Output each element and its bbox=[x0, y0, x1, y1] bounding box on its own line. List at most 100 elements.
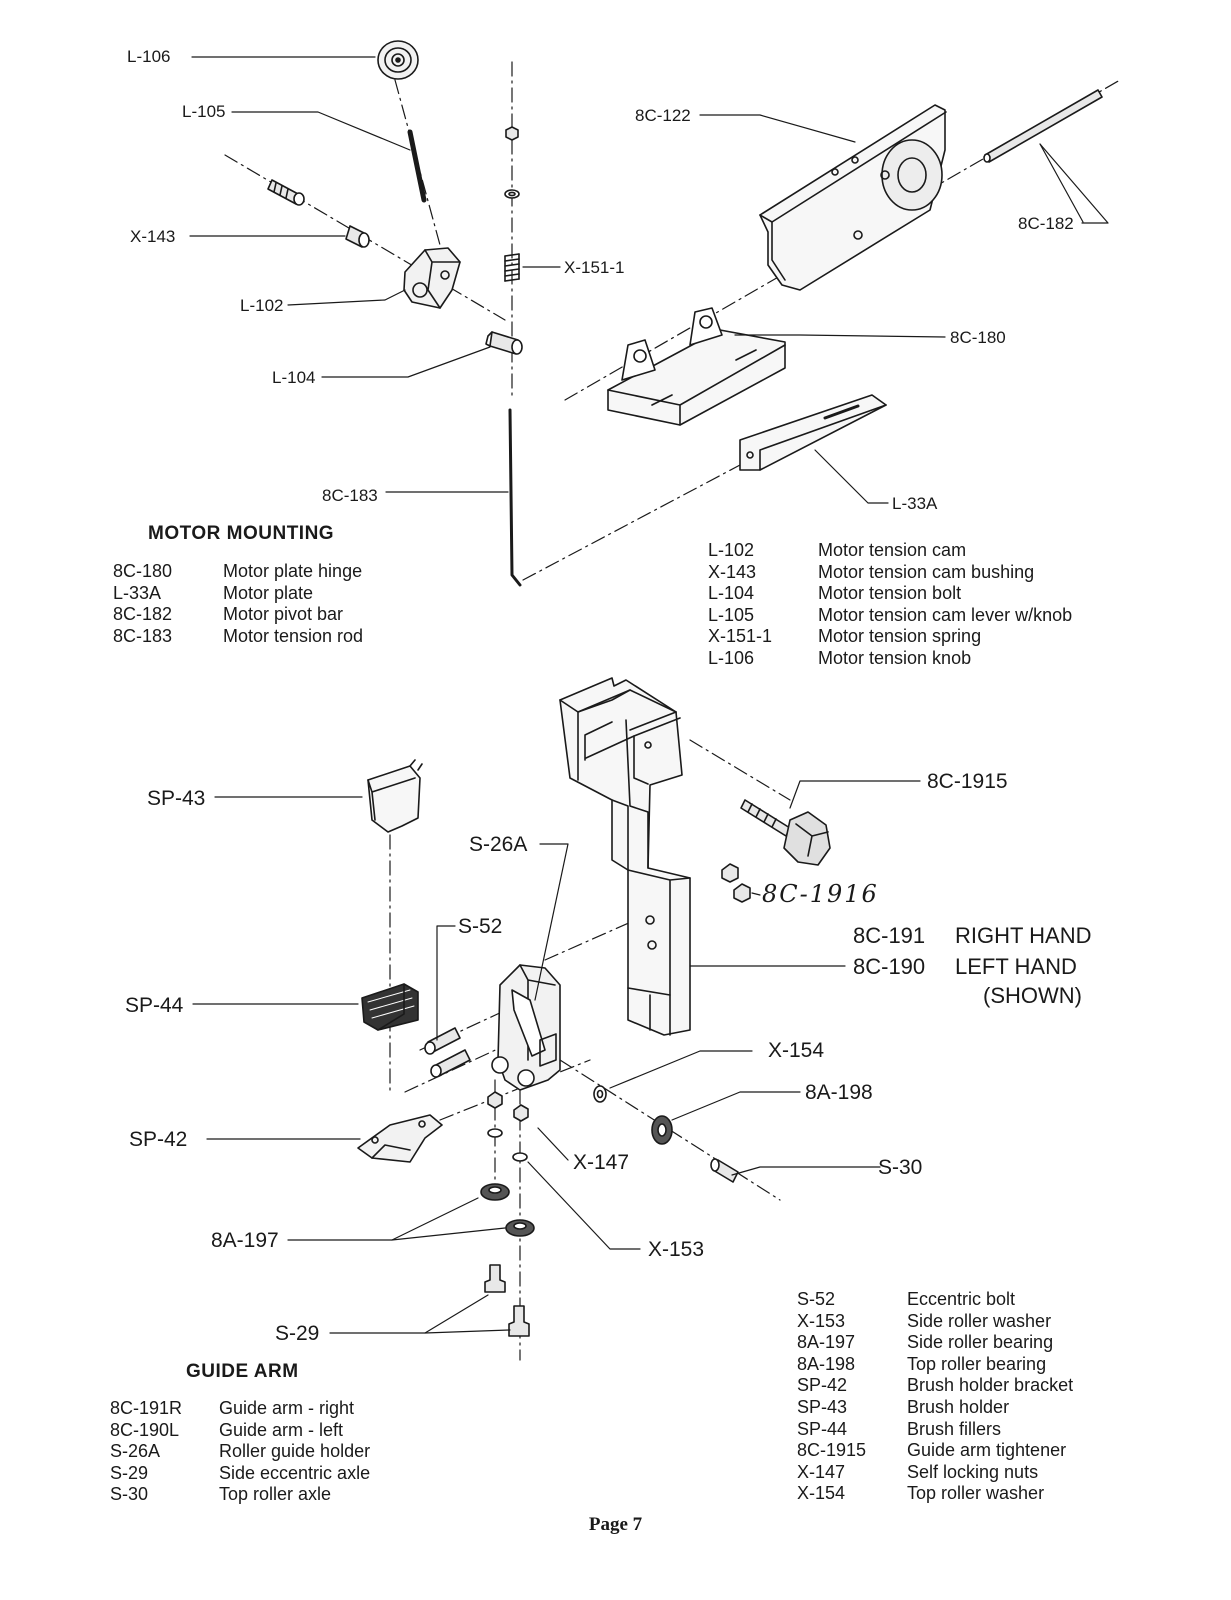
rod-nut bbox=[504, 126, 520, 199]
legend-row: 8C-180 Motor plate hinge bbox=[113, 561, 363, 583]
part-desc: Motor plate bbox=[223, 582, 314, 603]
callout-8c180: 8C-180 bbox=[950, 328, 1006, 347]
motor-tension-rod bbox=[508, 408, 522, 587]
part-desc: Roller guide holder bbox=[219, 1441, 371, 1462]
guide-nuts-washers bbox=[487, 1085, 607, 1162]
callout-l102: L-102 bbox=[240, 296, 284, 315]
tightener-nuts bbox=[721, 863, 751, 903]
callout-x147: X-147 bbox=[573, 1151, 630, 1174]
callout-8a198: 8A-198 bbox=[805, 1081, 873, 1104]
hand-variants: 8C-191 RIGHT HAND 8C-190 LEFT HAND bbox=[853, 920, 1092, 982]
part-code: X-154 bbox=[797, 1483, 846, 1504]
side-eccentric-axles bbox=[484, 1264, 530, 1337]
cam-bolt bbox=[267, 179, 305, 206]
legend-row: L-33A Motor plate bbox=[113, 583, 363, 605]
part-code: L-102 bbox=[708, 540, 755, 560]
callout-l106: L-106 bbox=[127, 47, 171, 66]
brush-holder bbox=[367, 759, 423, 833]
side-roller-bearings bbox=[480, 1183, 535, 1237]
guide-centerlines bbox=[389, 739, 791, 1361]
part-code: 8C-182 bbox=[113, 604, 173, 625]
guide-arm-title: GUIDE ARM bbox=[186, 1361, 299, 1382]
part-code: L-105 bbox=[708, 604, 755, 625]
legend-row: 8A-197 Side roller bearing bbox=[797, 1332, 1073, 1354]
motor-bracket bbox=[759, 104, 947, 291]
legend-row: X-143 Motor tension cam bushing bbox=[708, 562, 1072, 584]
part-code: SP-42 bbox=[797, 1375, 848, 1396]
callout-8c182: 8C-182 bbox=[1018, 214, 1074, 233]
part-code: L-104 bbox=[708, 583, 755, 604]
part-desc: Self locking nuts bbox=[907, 1461, 1039, 1482]
legend-row: L-104 Motor tension bolt bbox=[708, 583, 1072, 605]
motor-tension-spring bbox=[504, 253, 520, 282]
part-code: S-52 bbox=[797, 1289, 836, 1309]
part-code: S-30 bbox=[110, 1484, 149, 1505]
part-code: 8C-190L bbox=[110, 1419, 180, 1440]
callout-s30: S-30 bbox=[878, 1156, 923, 1179]
shown-note: (SHOWN) bbox=[983, 983, 1082, 1008]
top-roller-bearing bbox=[651, 1115, 673, 1145]
motor-legend-left: 8C-180 Motor plate hinge L-33A Motor plate… bbox=[113, 561, 363, 647]
callout-l33a: L-33A bbox=[892, 494, 938, 513]
part-desc: Brush holder bracket bbox=[907, 1375, 1074, 1396]
part-code: X-147 bbox=[797, 1461, 846, 1482]
part-code: 8C-180 bbox=[113, 561, 173, 581]
part-desc: Motor tension cam lever w/knob bbox=[818, 604, 1073, 625]
motor-plate bbox=[739, 394, 887, 471]
hand-text: RIGHT HAND bbox=[955, 923, 1092, 948]
part-code: X-143 bbox=[708, 561, 757, 582]
part-code: 8A-198 bbox=[797, 1353, 856, 1374]
guide-leader-lines bbox=[192, 780, 921, 1334]
part-code: 8C-1915 bbox=[797, 1440, 867, 1461]
callout-sp44: SP-44 bbox=[125, 994, 184, 1017]
part-code: X-151-1 bbox=[708, 626, 773, 647]
page-number: Page 7 bbox=[588, 1514, 643, 1535]
part-desc: Top roller washer bbox=[907, 1483, 1045, 1504]
part-desc: Top roller bearing bbox=[907, 1353, 1047, 1374]
motor-tension-lever bbox=[407, 129, 427, 203]
part-desc: Side eccentric axle bbox=[219, 1462, 371, 1483]
legend-row: 8C-1915 Guide arm tightener bbox=[797, 1440, 1073, 1462]
part-desc: Motor tension spring bbox=[818, 626, 982, 647]
legend-row: SP-42 Brush holder bracket bbox=[797, 1375, 1073, 1397]
legend-row: SP-44 Brush fillers bbox=[797, 1419, 1073, 1441]
part-code: X-153 bbox=[797, 1310, 846, 1331]
part-desc: Guide arm - right bbox=[219, 1398, 355, 1418]
callout-8c122: 8C-122 bbox=[635, 106, 691, 125]
part-desc: Motor tension cam bushing bbox=[818, 561, 1035, 582]
part-desc: Motor plate hinge bbox=[223, 561, 363, 581]
callout-l105: L-105 bbox=[182, 102, 226, 121]
roller-guide-holder bbox=[491, 964, 561, 1091]
part-code: S-29 bbox=[110, 1462, 149, 1483]
callout-8c183: 8C-183 bbox=[322, 486, 378, 505]
callout-8a197: 8A-197 bbox=[211, 1229, 279, 1252]
part-desc: Motor tension bolt bbox=[818, 583, 962, 604]
legend-row: X-154 Top roller washer bbox=[797, 1483, 1073, 1505]
motor-mounting-title: MOTOR MOUNTING bbox=[148, 523, 335, 544]
part-desc: Brush fillers bbox=[907, 1418, 1002, 1439]
part-code: L-33A bbox=[113, 582, 162, 603]
part-desc: Motor tension cam bbox=[818, 540, 967, 560]
part-code: 8A-197 bbox=[797, 1332, 856, 1353]
part-code: SP-44 bbox=[797, 1418, 848, 1439]
part-desc: Guide arm tightener bbox=[907, 1440, 1067, 1461]
motor-tension-knob bbox=[377, 40, 419, 80]
part-desc: Guide arm - left bbox=[219, 1419, 344, 1440]
callout-s52: S-52 bbox=[458, 915, 503, 938]
callout-s26a: S-26A bbox=[469, 833, 528, 856]
brush-holder-bracket bbox=[357, 1114, 443, 1163]
part-code: S-26A bbox=[110, 1441, 161, 1462]
motor-tension-bolt bbox=[485, 331, 523, 355]
part-code: SP-43 bbox=[797, 1396, 848, 1417]
part-desc: Side roller bearing bbox=[907, 1332, 1054, 1353]
motor-leader-lines bbox=[189, 56, 1109, 504]
motor-pivot-bar bbox=[983, 89, 1103, 163]
motor-plate-hinge bbox=[607, 307, 786, 426]
callout-sp42: SP-42 bbox=[129, 1128, 188, 1151]
